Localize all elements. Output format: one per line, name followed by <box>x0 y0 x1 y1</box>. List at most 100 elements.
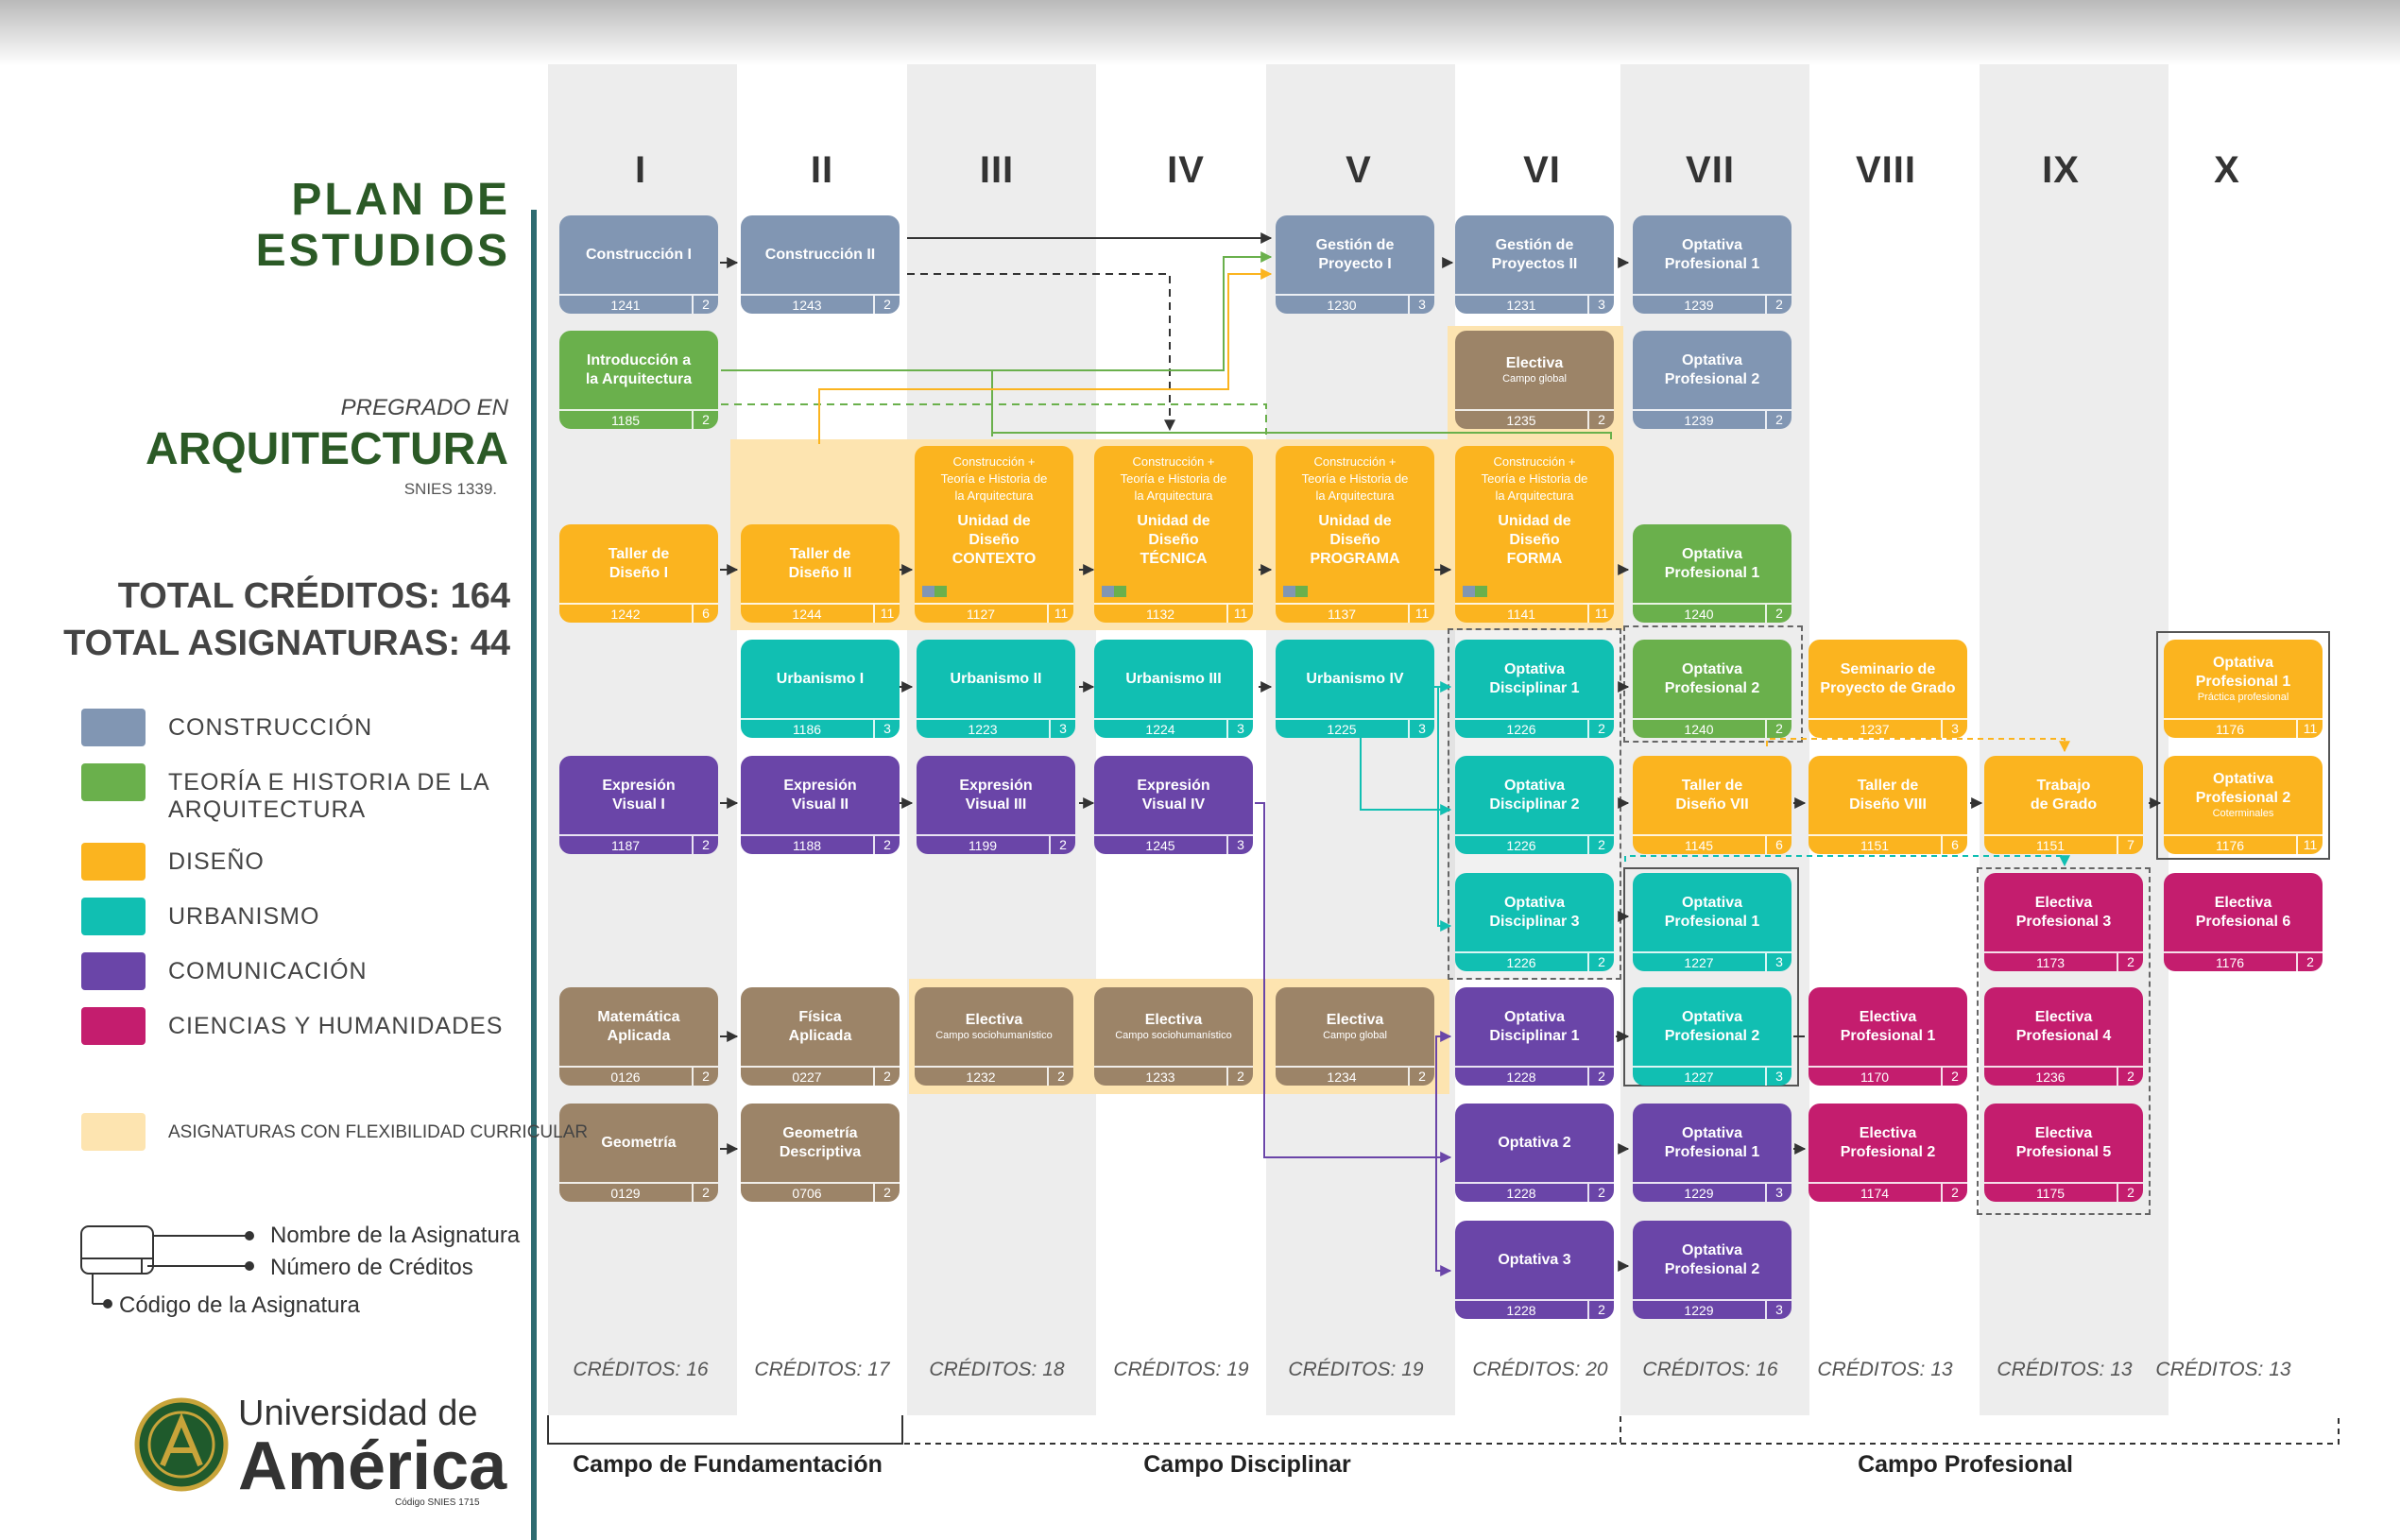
course-code: 1151 <box>1860 838 1890 853</box>
course-name-2: Visual I <box>612 796 665 813</box>
course-code: 1228 <box>1506 1303 1536 1318</box>
campo-fundamentacion: Campo de Fundamentación <box>573 1451 883 1478</box>
course-credits: 11 <box>1047 605 1073 623</box>
course-code: 1242 <box>610 607 641 622</box>
course-name-2: Disciplinar 1 <box>1489 679 1580 696</box>
course-name-2: Visual III <box>965 796 1027 813</box>
arrow-t2-gestion <box>818 268 1273 444</box>
course-code: 1245 <box>1145 838 1175 853</box>
course-unit-1: Unidad de <box>1318 513 1392 529</box>
semester-credits-1: CRÉDITOS: 16 <box>573 1359 709 1380</box>
arrow-od-prof <box>1624 855 2070 867</box>
course-code: 1141 <box>1506 607 1536 622</box>
semester-credits-9: CRÉDITOS: 13 <box>1997 1359 2133 1380</box>
course-unit-1: Unidad de <box>1498 513 1571 529</box>
legend-label-2: ARQUITECTURA <box>168 796 367 823</box>
course-code: 1145 <box>1684 838 1714 853</box>
course-credits: 3 <box>1765 953 1791 971</box>
course-code: 1227 <box>1684 1069 1714 1085</box>
course-credits: 11 <box>873 605 900 623</box>
semester-header-1: I <box>634 149 647 191</box>
course-credits: 2 <box>873 1068 900 1086</box>
course-code: 1227 <box>1684 955 1714 970</box>
course-name: Optativa <box>1503 1008 1565 1025</box>
course-name-2: Profesional 1 <box>1664 913 1760 930</box>
course-name: Construcción II <box>764 246 876 263</box>
course-code: 1187 <box>610 838 641 853</box>
arrow-construccion <box>720 232 2162 1272</box>
course-code: 1230 <box>1327 298 1357 313</box>
semester-header-3: III <box>979 149 1015 191</box>
course-name: Optativa <box>2212 655 2273 671</box>
legend-label: URBANISMO <box>168 903 320 930</box>
course-pre-1: Construcción + <box>1313 454 1397 469</box>
course-code: 1226 <box>1506 722 1536 737</box>
course-name: Optativa <box>1681 1124 1742 1141</box>
course-pre-3: la Arquitectura <box>1134 488 1213 503</box>
course-name: Expresión <box>1137 777 1210 794</box>
course-credits: 2 <box>1587 1068 1614 1086</box>
semester-header-9: IX <box>2042 149 2080 191</box>
course-name-2: Diseño I <box>609 564 669 581</box>
course-name: Optativa <box>1503 894 1565 911</box>
course-credits: 3 <box>1408 720 1434 738</box>
semester-credits-7: CRÉDITOS: 16 <box>1642 1359 1778 1380</box>
course-credits: 2 <box>2117 953 2143 971</box>
arrow-comunicacion <box>1255 802 1452 1276</box>
course-credits: 2 <box>2117 1184 2143 1202</box>
